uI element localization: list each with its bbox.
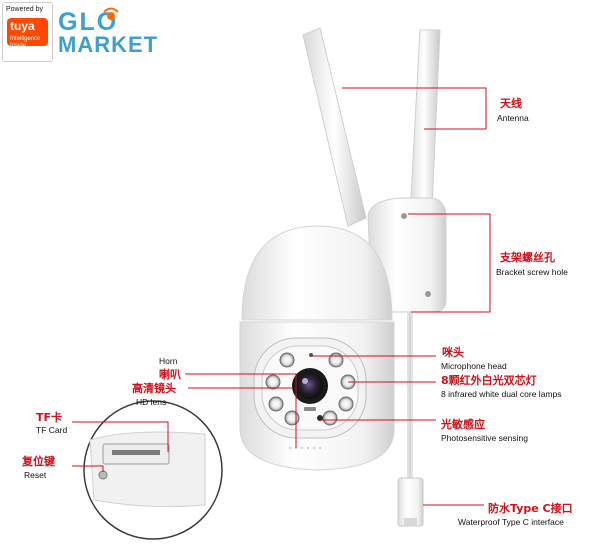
tuya-logo: tuya <box>7 18 48 46</box>
photosensitive-label-cn: 光敏感应 <box>441 418 485 431</box>
wifi-icon <box>103 7 119 20</box>
microphone-label-en: Microphone head <box>441 361 507 371</box>
antenna-label-cn: 天线 <box>500 97 522 110</box>
hdlens-label-en: HD lens <box>136 397 167 407</box>
horn-label-cn: 喇叭 <box>159 368 181 381</box>
tuya-badge: Powered by tuya Intelligence Inside <box>2 2 53 62</box>
bracket-label-en: Bracket screw hole <box>496 267 568 277</box>
camera-body <box>239 321 395 471</box>
bracket-label-cn: 支架螺丝孔 <box>500 251 555 264</box>
intelligence-text: Intelligence <box>10 36 41 42</box>
brand-line-2: MARKET <box>58 32 159 57</box>
inside-text: Inside <box>10 43 27 49</box>
cable <box>397 312 424 527</box>
lamps-label-en: 8 infrared white dual core lamps <box>441 389 562 399</box>
tuya-subtext: Intelligence Inside <box>10 36 40 50</box>
dome-top <box>241 225 393 321</box>
microphone-label-cn: 咪头 <box>442 346 464 359</box>
brand-line-1: GLO <box>58 8 119 36</box>
lamps-label-cn: 8颗红外白光双芯灯 <box>441 374 537 387</box>
reset-button <box>98 470 108 480</box>
leader-lines <box>72 87 491 506</box>
tf-slot <box>112 450 160 455</box>
horn-label-en: Horn <box>159 356 178 366</box>
powered-by-text: Powered by <box>6 6 43 13</box>
tfcard-label-cn: TF卡 <box>36 411 63 424</box>
antenna-left <box>302 27 367 227</box>
typec-label-en: Waterproof Type C interface <box>458 517 564 527</box>
photosensitive-label-en: Photosensitive sensing <box>441 433 528 443</box>
typec-label-cn: 防水Type C接口 <box>488 502 573 515</box>
antenna-label-en: Antenna <box>497 113 529 123</box>
reset-label-en: Reset <box>24 470 47 480</box>
tfcard-label-en: TF Card <box>36 425 68 435</box>
tuya-wordmark: tuya <box>10 19 35 33</box>
hdlens-label-cn: 高清镜头 <box>132 382 176 395</box>
zoom-inset <box>83 400 223 540</box>
reset-label-cn: 复位键 <box>22 455 55 468</box>
